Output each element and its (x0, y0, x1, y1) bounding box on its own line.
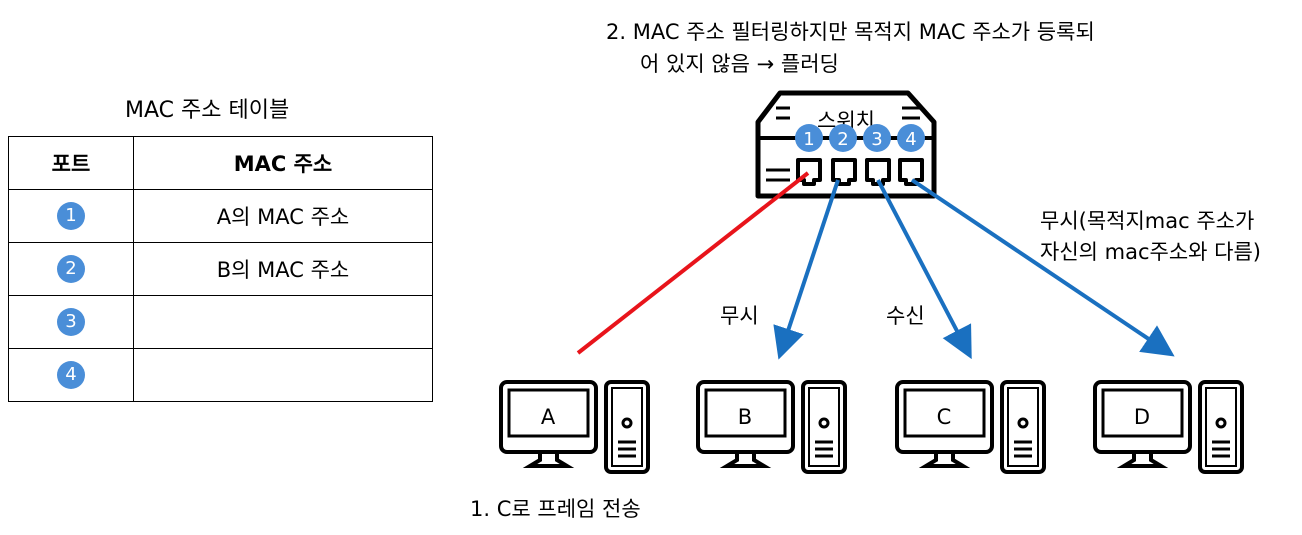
port-column-header: 포트 (8, 136, 134, 190)
computer-label-c: C (937, 405, 952, 429)
switch-port-number: 4 (905, 129, 916, 150)
ignore-label-d-line2: 자신의 mac주소와 다름) (1040, 240, 1261, 264)
switch-port-4 (897, 124, 925, 152)
switch-port-number: 3 (871, 129, 882, 150)
switch-port-1 (795, 124, 823, 152)
computer-icon (499, 380, 650, 474)
mac-cell (133, 348, 433, 402)
switch-port-badges: 1 2 3 4 (795, 124, 925, 152)
computer-icon (1093, 380, 1244, 474)
computer-label-a: A (541, 405, 556, 429)
step1-annotation: 1. C로 프레임 전송 (470, 497, 641, 521)
step2-annotation-line1: 2. MAC 주소 필터링하지만 목적지 MAC 주소가 등록되 (606, 20, 1095, 44)
mac-cell: B의 MAC 주소 (133, 242, 433, 296)
mac-table-title: MAC 주소 테이블 (125, 98, 290, 123)
computer-icon (895, 380, 1046, 474)
step2-annotation-line2: 어 있지 않음 → 플러딩 (640, 52, 839, 76)
flood-arrow-to-c (876, 179, 972, 360)
flood-arrow-to-b (773, 179, 840, 360)
computer-label-b: B (738, 405, 752, 429)
mac-address-table: 포트 MAC 주소 1 A의 MAC 주소 2 B의 MAC 주소 3 4 (8, 136, 433, 402)
table-row: 4 (8, 348, 433, 402)
table-row: 1 A의 MAC 주소 (8, 189, 433, 243)
table-row: 2 B의 MAC 주소 (8, 242, 433, 296)
ignore-label-d-line1: 무시(목적지mac 주소가 (1040, 209, 1255, 233)
ignore-label-b: 무시 (720, 304, 759, 328)
switch-port-number: 1 (803, 129, 814, 150)
port-number-badge: 2 (57, 255, 85, 283)
switch-port-2 (829, 124, 857, 152)
port-number-badge: 3 (57, 308, 85, 336)
send-frame-arrow (576, 171, 810, 355)
port-number-badge: 4 (57, 361, 85, 389)
switch-port-3 (863, 124, 891, 152)
flood-arrow-to-d (910, 178, 1175, 357)
switch-port-number: 2 (837, 129, 848, 150)
computer-icon (696, 380, 847, 474)
receive-label-c: 수신 (886, 304, 925, 328)
port-number-badge: 1 (57, 202, 85, 230)
computer-label-d: D (1134, 405, 1150, 429)
